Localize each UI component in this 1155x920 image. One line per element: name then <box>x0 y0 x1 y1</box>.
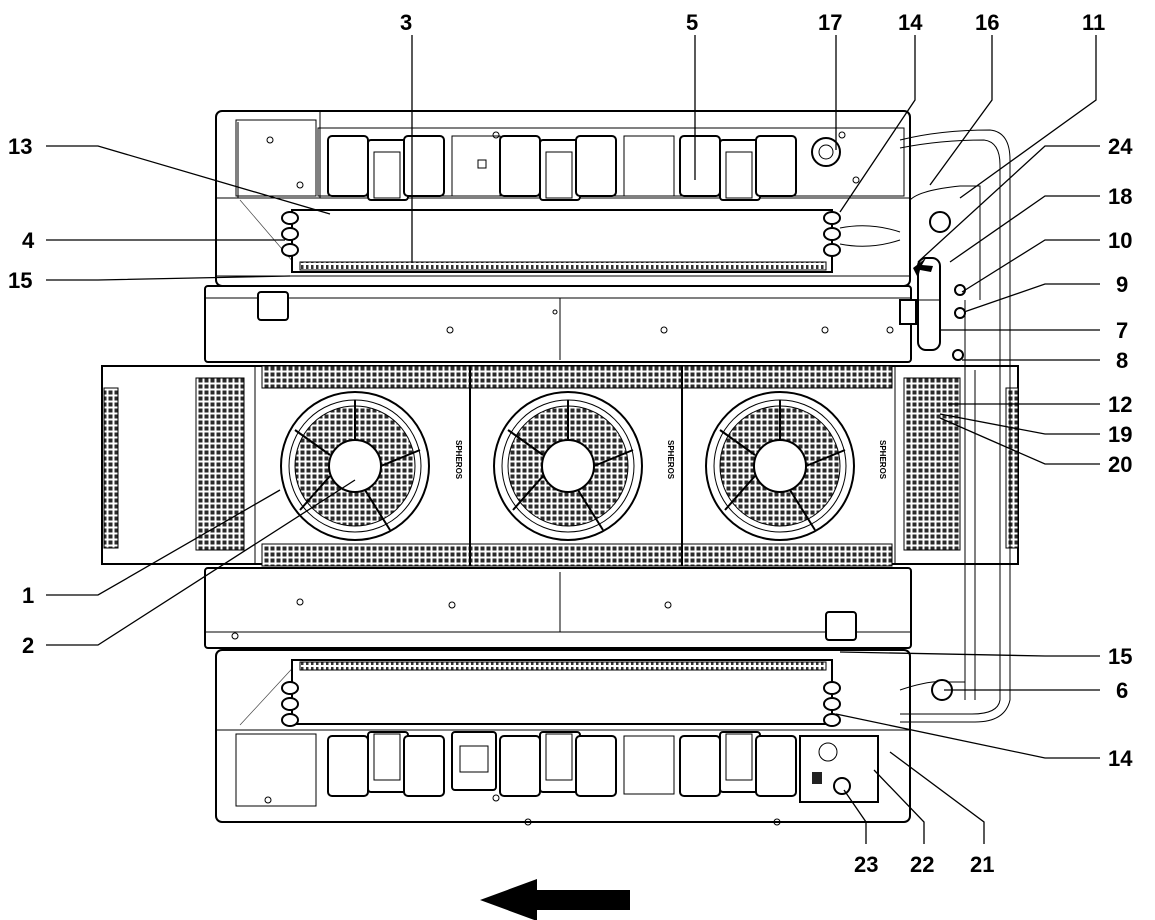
callout-12: 12 <box>1108 392 1132 417</box>
coil-header-right-top <box>823 211 901 257</box>
callout-3: 3 <box>400 10 412 35</box>
callout-19: 19 <box>1108 422 1132 447</box>
fan-brand-label-1: SPHEROS <box>454 440 463 480</box>
callout-6: 6 <box>1116 678 1128 703</box>
refrigerant-piping <box>899 129 1011 723</box>
callout-9: 9 <box>1116 272 1128 297</box>
filter-drier <box>917 257 941 351</box>
callout-10: 10 <box>1108 228 1132 253</box>
callout-15-left: 15 <box>8 268 32 293</box>
lower-side-panel <box>204 567 912 649</box>
blower-group-1 <box>327 135 445 201</box>
coil-header-left-top <box>281 211 299 257</box>
condenser-fan-3 <box>705 391 855 541</box>
coil-header-right-bottom <box>823 681 841 727</box>
arrow-left-icon <box>480 879 630 920</box>
electrical-box <box>799 735 879 803</box>
condenser-section: SPHEROS SPHEROS SPHEROS <box>101 365 1019 567</box>
callout-14-bottom: 14 <box>1108 746 1133 771</box>
sight-glass <box>899 299 917 325</box>
callout-5: 5 <box>686 10 698 35</box>
callout-2: 2 <box>22 633 34 658</box>
coil-header-left-bottom <box>281 681 299 727</box>
callout-24: 24 <box>1108 134 1133 159</box>
callout-22: 22 <box>910 852 934 877</box>
blower-group-5 <box>499 731 617 797</box>
condenser-fan-1 <box>280 391 430 541</box>
callout-18: 18 <box>1108 184 1132 209</box>
callout-16: 16 <box>975 10 999 35</box>
callout-20: 20 <box>1108 452 1132 477</box>
callout-8: 8 <box>1116 348 1128 373</box>
fan-brand-label-3: SPHEROS <box>878 440 887 480</box>
fan-brand-label-2: SPHEROS <box>666 440 675 480</box>
bottom-evaporator-housing <box>215 649 911 826</box>
top-evaporator-housing <box>215 110 911 287</box>
callout-15-right: 15 <box>1108 644 1132 669</box>
condenser-fan-2 <box>493 391 643 541</box>
callout-7: 7 <box>1116 318 1128 343</box>
callout-4: 4 <box>22 228 35 253</box>
flow-arrow-small-icon <box>913 258 933 278</box>
blower-group-2 <box>499 135 617 201</box>
blower-group-6 <box>679 731 797 797</box>
upper-side-panel <box>204 285 912 363</box>
callout-13: 13 <box>8 134 32 159</box>
callout-17: 17 <box>818 10 842 35</box>
callout-14-top: 14 <box>898 10 923 35</box>
blower-group-4 <box>327 731 445 797</box>
callout-1: 1 <box>22 583 34 608</box>
callout-21: 21 <box>970 852 994 877</box>
callout-11: 11 <box>1082 10 1105 35</box>
callout-23: 23 <box>854 852 878 877</box>
leader-lines <box>46 35 1100 844</box>
blower-group-3 <box>679 135 797 201</box>
callout-labels: 3 5 17 14 16 11 13 4 15 1 2 24 18 10 9 7… <box>8 10 1133 877</box>
